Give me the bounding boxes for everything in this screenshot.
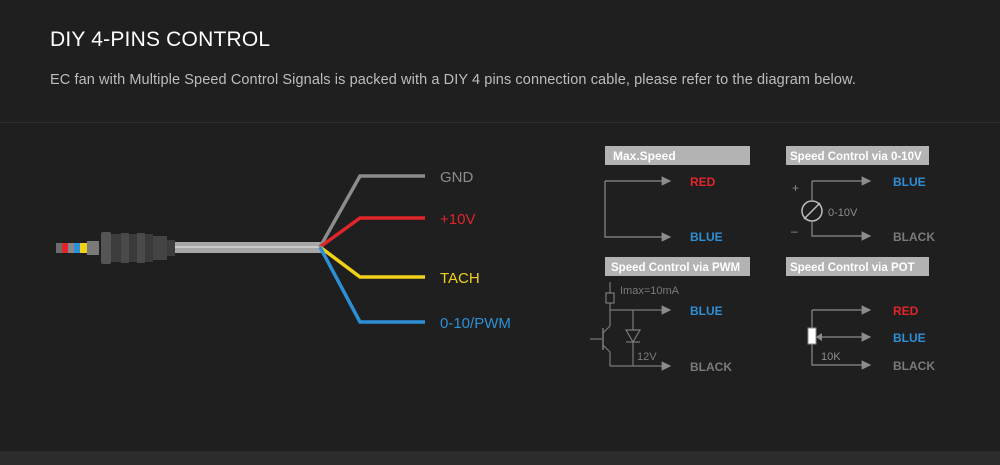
- panel-header: Max.Speed: [613, 149, 676, 163]
- panel-pwm: Speed Control via PWM Imax=10mA 12V BLUE…: [590, 257, 750, 374]
- label-blue: BLUE: [893, 331, 926, 345]
- wire-label-pwm: 0-10/PWM: [440, 315, 511, 332]
- wire-label-gnd: GND: [440, 169, 474, 186]
- label-value: 0-10V: [828, 207, 858, 219]
- label-volt: 12V: [637, 351, 657, 363]
- source-icon: [801, 200, 823, 222]
- label-red: RED: [893, 304, 919, 318]
- wire-10v: [318, 216, 425, 249]
- label-res: 10K: [821, 351, 841, 363]
- label-blue: BLUE: [690, 230, 723, 244]
- panel-header-bg: [786, 146, 929, 165]
- page-subtitle: EC fan with Multiple Speed Control Signa…: [50, 72, 856, 88]
- label-red: RED: [690, 175, 716, 189]
- panel-header: Speed Control via POT: [790, 262, 915, 274]
- wire-tach: [318, 245, 425, 279]
- panel-header: Speed Control via 0-10V: [790, 151, 922, 163]
- wire-label-tach: TACH: [440, 270, 480, 287]
- potentiometer-icon: [807, 327, 817, 345]
- label-blue: BLUE: [690, 304, 723, 318]
- page-title: DIY 4-PINS CONTROL: [50, 28, 271, 51]
- cable-connector: [56, 232, 175, 264]
- label-minus: –: [791, 224, 798, 238]
- diode-icon: [624, 329, 642, 344]
- label-plus: +: [792, 181, 799, 195]
- label-black: BLACK: [690, 360, 732, 374]
- panel-max-speed: Max.Speed RED BLUE: [604, 146, 750, 244]
- panel-header-bg: [605, 146, 750, 165]
- label-imax: Imax=10mA: [620, 285, 680, 297]
- bottom-bar: [0, 451, 1000, 465]
- panel-header: Speed Control via PWM: [611, 262, 740, 274]
- panel-header-bg: [605, 257, 750, 276]
- panel-pot: Speed Control via POT 10K RED BLUE BLACK: [786, 257, 935, 373]
- panel-speed-0-10v: Speed Control via 0-10V + – 0-10V BLUE B…: [786, 146, 935, 244]
- panel-header-bg: [786, 257, 929, 276]
- label-black: BLACK: [893, 359, 935, 373]
- divider: [0, 122, 1000, 123]
- label-black: BLACK: [893, 230, 935, 244]
- wire-label-10v: +10V: [440, 211, 475, 228]
- label-blue: BLUE: [893, 175, 926, 189]
- wire-pwm: [318, 246, 425, 324]
- wire-gnd: [318, 174, 425, 248]
- resistor-icon: [605, 292, 615, 304]
